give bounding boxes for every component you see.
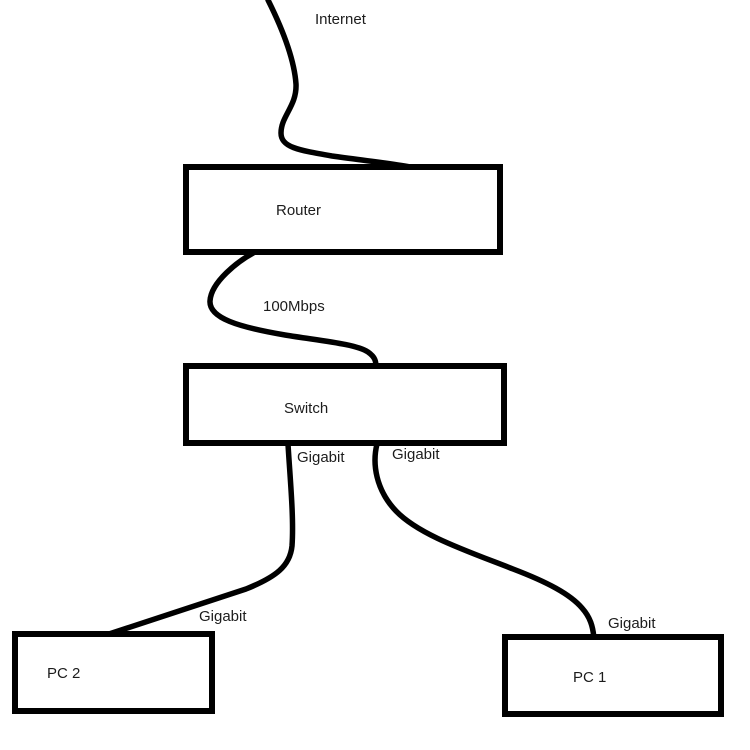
cable-internet-to-router	[265, 0, 413, 170]
router-node	[183, 164, 503, 255]
switch-node	[183, 363, 507, 446]
switch-port-right-speed-label: Gigabit	[392, 446, 440, 463]
router-switch-speed-label: 100Mbps	[263, 298, 325, 315]
internet-label: Internet	[315, 11, 366, 28]
pc1-node	[502, 634, 724, 717]
pc2-label: PC 2	[47, 665, 81, 682]
pc2-link-speed-label: Gigabit	[199, 608, 247, 625]
cable-switch-to-pc1	[372, 441, 597, 642]
router-label: Router	[276, 202, 322, 219]
pc2-node	[12, 631, 215, 714]
switch-label: Switch	[284, 400, 329, 417]
cable-router-to-switch	[207, 249, 379, 370]
cable-switch-to-pc2	[103, 441, 296, 638]
switch-port-left-speed-label: Gigabit	[297, 449, 345, 466]
pc1-link-speed-label: Gigabit	[608, 615, 656, 632]
pc1-label: PC 1	[573, 669, 607, 686]
